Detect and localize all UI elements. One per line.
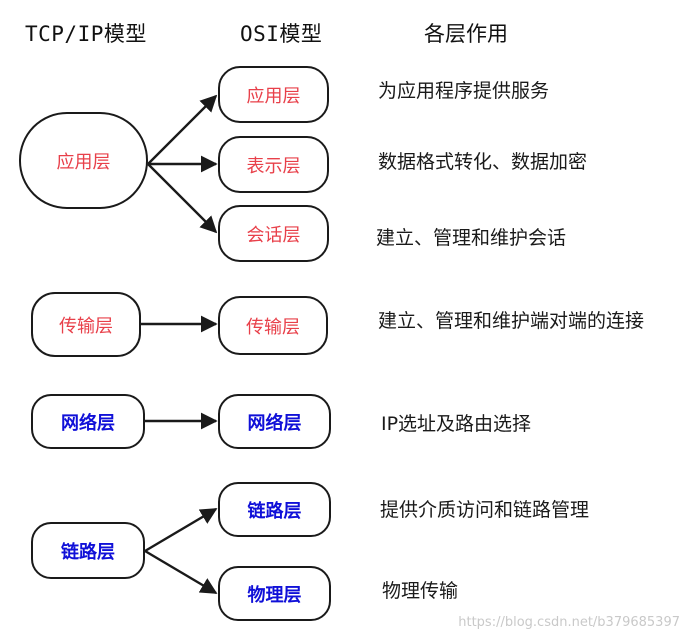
session-layer-description: 建立、管理和维护会话 [376,227,567,249]
osi-physical-layer-box: 物理层 [218,566,331,621]
arrow-app-to-application [147,94,218,165]
tcpip-transport-layer-box: 传输层 [31,292,141,357]
watermark-url: https://blog.csdn.net/b379685397 [458,615,680,630]
osi-application-layer-box: 应用层 [218,66,329,123]
osi-presentation-layer-box: 表示层 [218,136,329,193]
osi-column-header: OSI模型 [240,22,323,46]
tcpip-application-layer-box: 应用层 [19,112,148,209]
network-layer-description: IP选址及路由选择 [381,413,532,435]
arrow-link-to-datalink [144,507,218,553]
transport-layer-description: 建立、管理和维护端对端的连接 [378,310,645,332]
osi-session-layer-box: 会话层 [218,205,329,262]
application-layer-description: 为应用程序提供服务 [378,80,550,102]
arrow-link-to-physical [144,549,218,595]
osi-datalink-layer-box: 链路层 [218,482,331,537]
tcpip-network-layer-box: 网络层 [31,394,145,449]
tcpip-column-header: TCP/IP模型 [25,22,147,46]
role-column-header: 各层作用 [424,22,508,46]
osi-transport-layer-box: 传输层 [218,296,328,355]
osi-network-layer-box: 网络层 [218,394,331,449]
tcpip-link-layer-box: 链路层 [31,522,145,579]
physical-layer-description: 物理传输 [382,580,459,602]
arrow-app-to-session [147,163,218,234]
datalink-layer-description: 提供介质访问和链路管理 [380,499,590,521]
presentation-layer-description: 数据格式转化、数据加密 [378,151,588,173]
